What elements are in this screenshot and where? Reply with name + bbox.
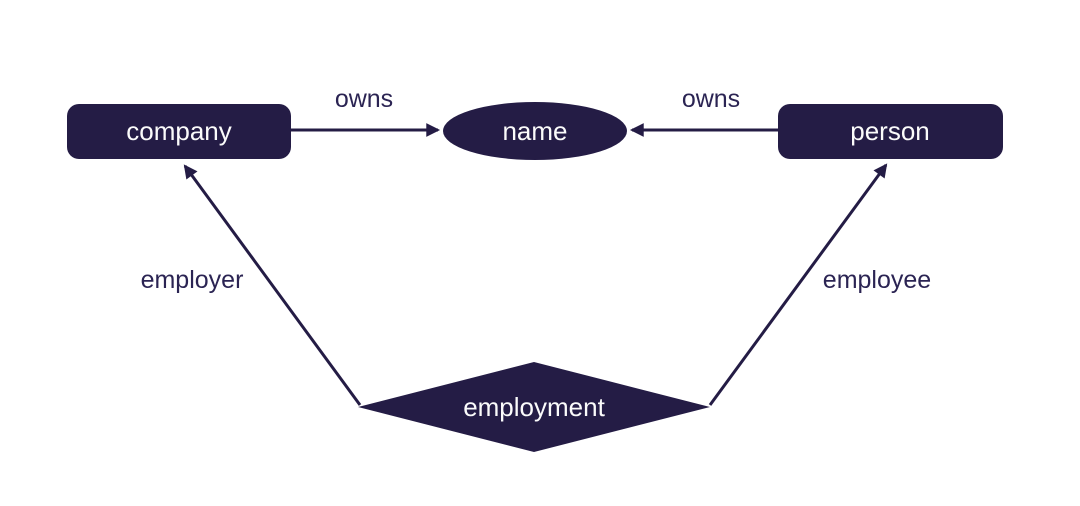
entity-person [778, 104, 1003, 159]
attribute-name-label: name [502, 116, 567, 146]
relationship-employment-label: employment [463, 392, 605, 422]
edge-employment-to-company [183, 164, 362, 406]
entity-person-label: person [850, 116, 930, 146]
relationship-employment [358, 362, 710, 452]
entity-company-label: company [126, 116, 232, 146]
attribute-name [443, 102, 627, 160]
edge-label-employee: employee [823, 266, 931, 294]
edge-employment-to-person [708, 163, 888, 406]
edge-label-owns-left: owns [335, 85, 393, 113]
edge-label-employer: employer [141, 266, 244, 294]
entity-company [67, 104, 291, 159]
edge-label-owns-right: owns [682, 85, 740, 113]
